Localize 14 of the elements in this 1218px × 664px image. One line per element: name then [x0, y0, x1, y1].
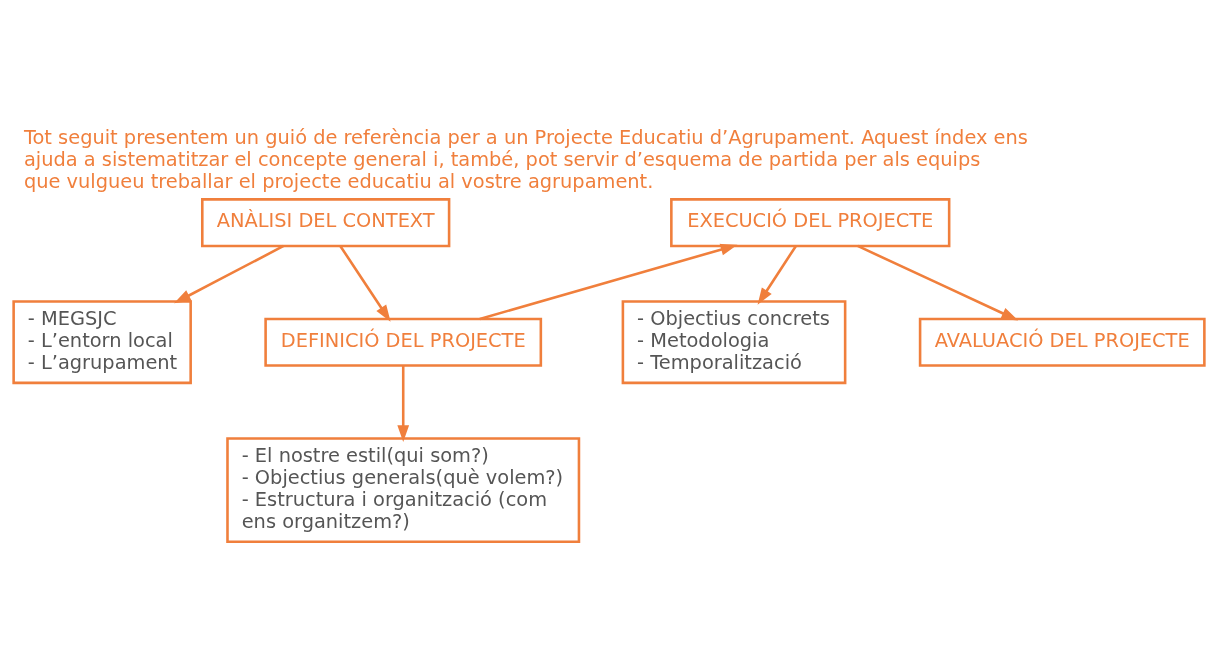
arrow: [397, 365, 410, 442]
node-box: AVALUACIÓ DEL PROJECTE: [918, 317, 1206, 367]
diagram-title: Tot seguit presentem un guió de referència per a un Projecte Educatiu d’Agrupament. Aquest índex ens ajuda a sistematitzar el concepte general i, també, pot servir d’esquema de partida per als equips que vulgueu treballar el projecte educatiu al vostre agrupament.: [23, 125, 1028, 193]
arrow: [479, 243, 738, 320]
node-box: EXECUCIÓ DEL PROJECTE: [670, 197, 951, 247]
arrow: [174, 244, 285, 303]
arrow: [339, 244, 391, 322]
node-box: - El nostre estil(qui som?) - Objectius generals(què volem?) - Estructura i organització (com ens organitzem?): [226, 436, 581, 543]
node-box: DEFINICIÓ DEL PROJECTE: [264, 317, 543, 367]
arrow: [757, 244, 797, 305]
node-box: - Objectius concrets - Metodologia - Temporalització: [621, 299, 847, 384]
arrow: [857, 244, 1019, 320]
node-box: - MEGSJC - L’entorn local - L’agrupament: [12, 299, 192, 384]
node-box: ANÀLISI DEL CONTEXT: [201, 197, 451, 247]
